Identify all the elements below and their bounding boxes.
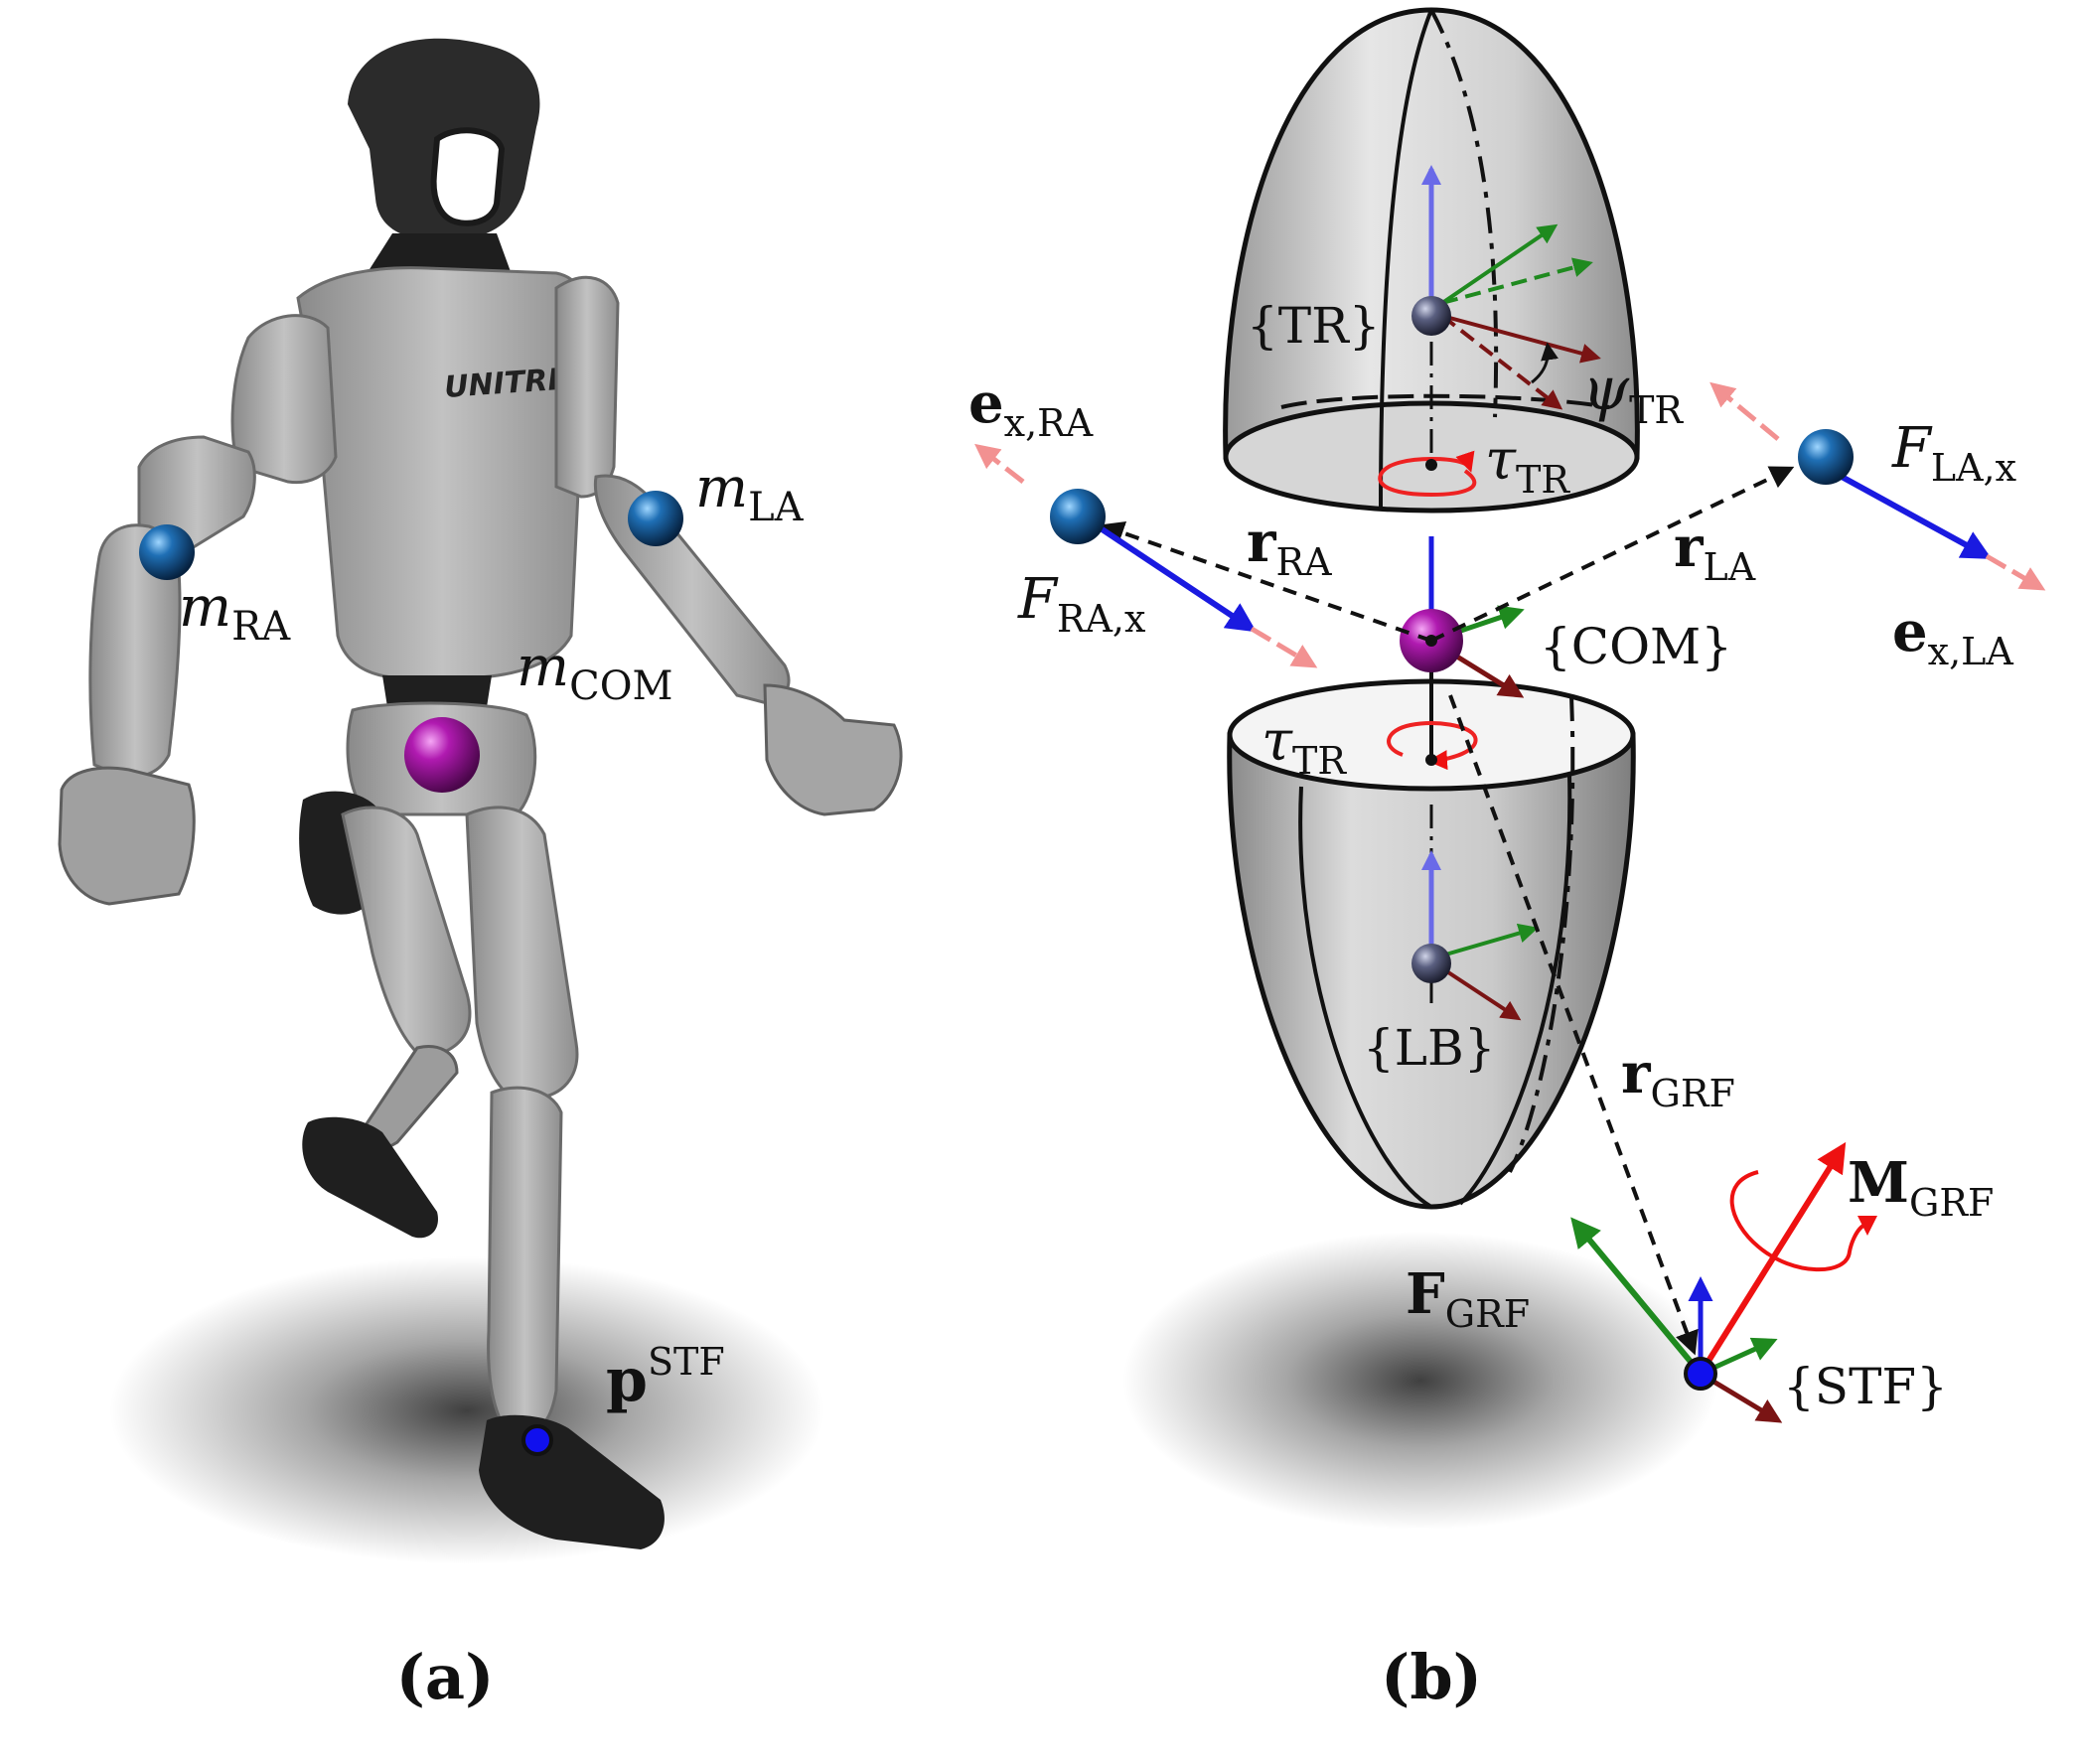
robot-waist xyxy=(382,675,492,707)
m-grf-rotation xyxy=(1729,1170,1877,1272)
label-tau-tr-reaction: τTR xyxy=(1262,709,1347,783)
label-frame-stf: {STF} xyxy=(1783,1358,1948,1415)
tau-tr-arrow xyxy=(1378,450,1477,498)
mass-la-sphere xyxy=(628,491,683,546)
mass-ra-sphere xyxy=(139,524,195,580)
r-grf-vector xyxy=(1448,694,1699,1356)
ra-sphere xyxy=(1050,489,1106,544)
stf-point xyxy=(1684,1357,1717,1391)
robot-torso xyxy=(296,266,588,679)
robot-right-hand xyxy=(58,766,196,906)
robot-left-hand xyxy=(763,683,903,816)
label-e-x-la: ex,LA xyxy=(1892,599,2013,673)
panel-a: UNITREE mLA mRA mCOM pSTF (a) xyxy=(58,38,903,1713)
label-m-com: mCOM xyxy=(517,635,672,709)
m-grf-arrow xyxy=(1698,1141,1847,1376)
ra-mass xyxy=(974,443,1318,668)
label-r-grf: rGRF xyxy=(1621,1041,1735,1115)
la-sphere xyxy=(1798,429,1854,485)
r-ra-vector xyxy=(1100,521,1432,643)
tau-tr-reaction-arrow xyxy=(1387,721,1478,771)
robot-visor xyxy=(430,127,506,226)
robot-right-thigh xyxy=(341,806,472,1055)
robot-left-shin xyxy=(487,1086,563,1434)
mass-com-sphere xyxy=(404,717,480,793)
label-p-stf: pSTF xyxy=(606,1340,725,1415)
label-f-ra-x: FRA,x xyxy=(1017,567,1145,641)
robot-right-shoulder xyxy=(230,314,338,485)
label-frame-lb: {LB} xyxy=(1363,1019,1496,1077)
stf-frame xyxy=(1570,1141,1877,1423)
lb-origin xyxy=(1411,944,1451,983)
label-frame-tr: {TR} xyxy=(1247,297,1381,355)
caption-a: (a) xyxy=(396,1641,495,1713)
la-mass xyxy=(1709,381,2046,591)
label-m-grf: MGRF xyxy=(1848,1150,1994,1225)
label-m-la: mLA xyxy=(695,456,805,530)
tr-frame xyxy=(1378,165,1601,498)
foot-contact-point xyxy=(521,1424,553,1456)
robot-right-foot xyxy=(302,1116,438,1239)
label-r-ra: rRA xyxy=(1247,510,1332,584)
panel-b: {TR} {LB} {COM} {STF} ex,RA ex,LA FRA,x … xyxy=(968,7,2046,1713)
r-la-vector xyxy=(1430,466,1795,643)
lb-frame xyxy=(1411,850,1539,1021)
label-f-la-x: FLA,x xyxy=(1891,416,2016,490)
label-frame-com: {COM} xyxy=(1540,618,1732,675)
label-psi-tr: ψTR xyxy=(1582,355,1684,432)
label-tau-tr: τTR xyxy=(1485,428,1570,502)
label-r-la: rLA xyxy=(1674,514,1756,589)
label-f-grf: FGRF xyxy=(1406,1261,1530,1336)
caption-b: (b) xyxy=(1381,1641,1482,1713)
label-m-ra: mRA xyxy=(179,575,291,650)
label-e-x-ra: ex,RA xyxy=(968,370,1094,445)
robot-right-forearm xyxy=(88,523,182,779)
ground-shadow-a xyxy=(109,1256,824,1564)
robot-left-thigh xyxy=(465,806,579,1100)
robot-left-upper-arm xyxy=(554,275,620,499)
tr-origin xyxy=(1411,296,1451,336)
f-grf-arrow xyxy=(1570,1217,1704,1376)
ground-shadow-b xyxy=(1122,1232,1718,1530)
